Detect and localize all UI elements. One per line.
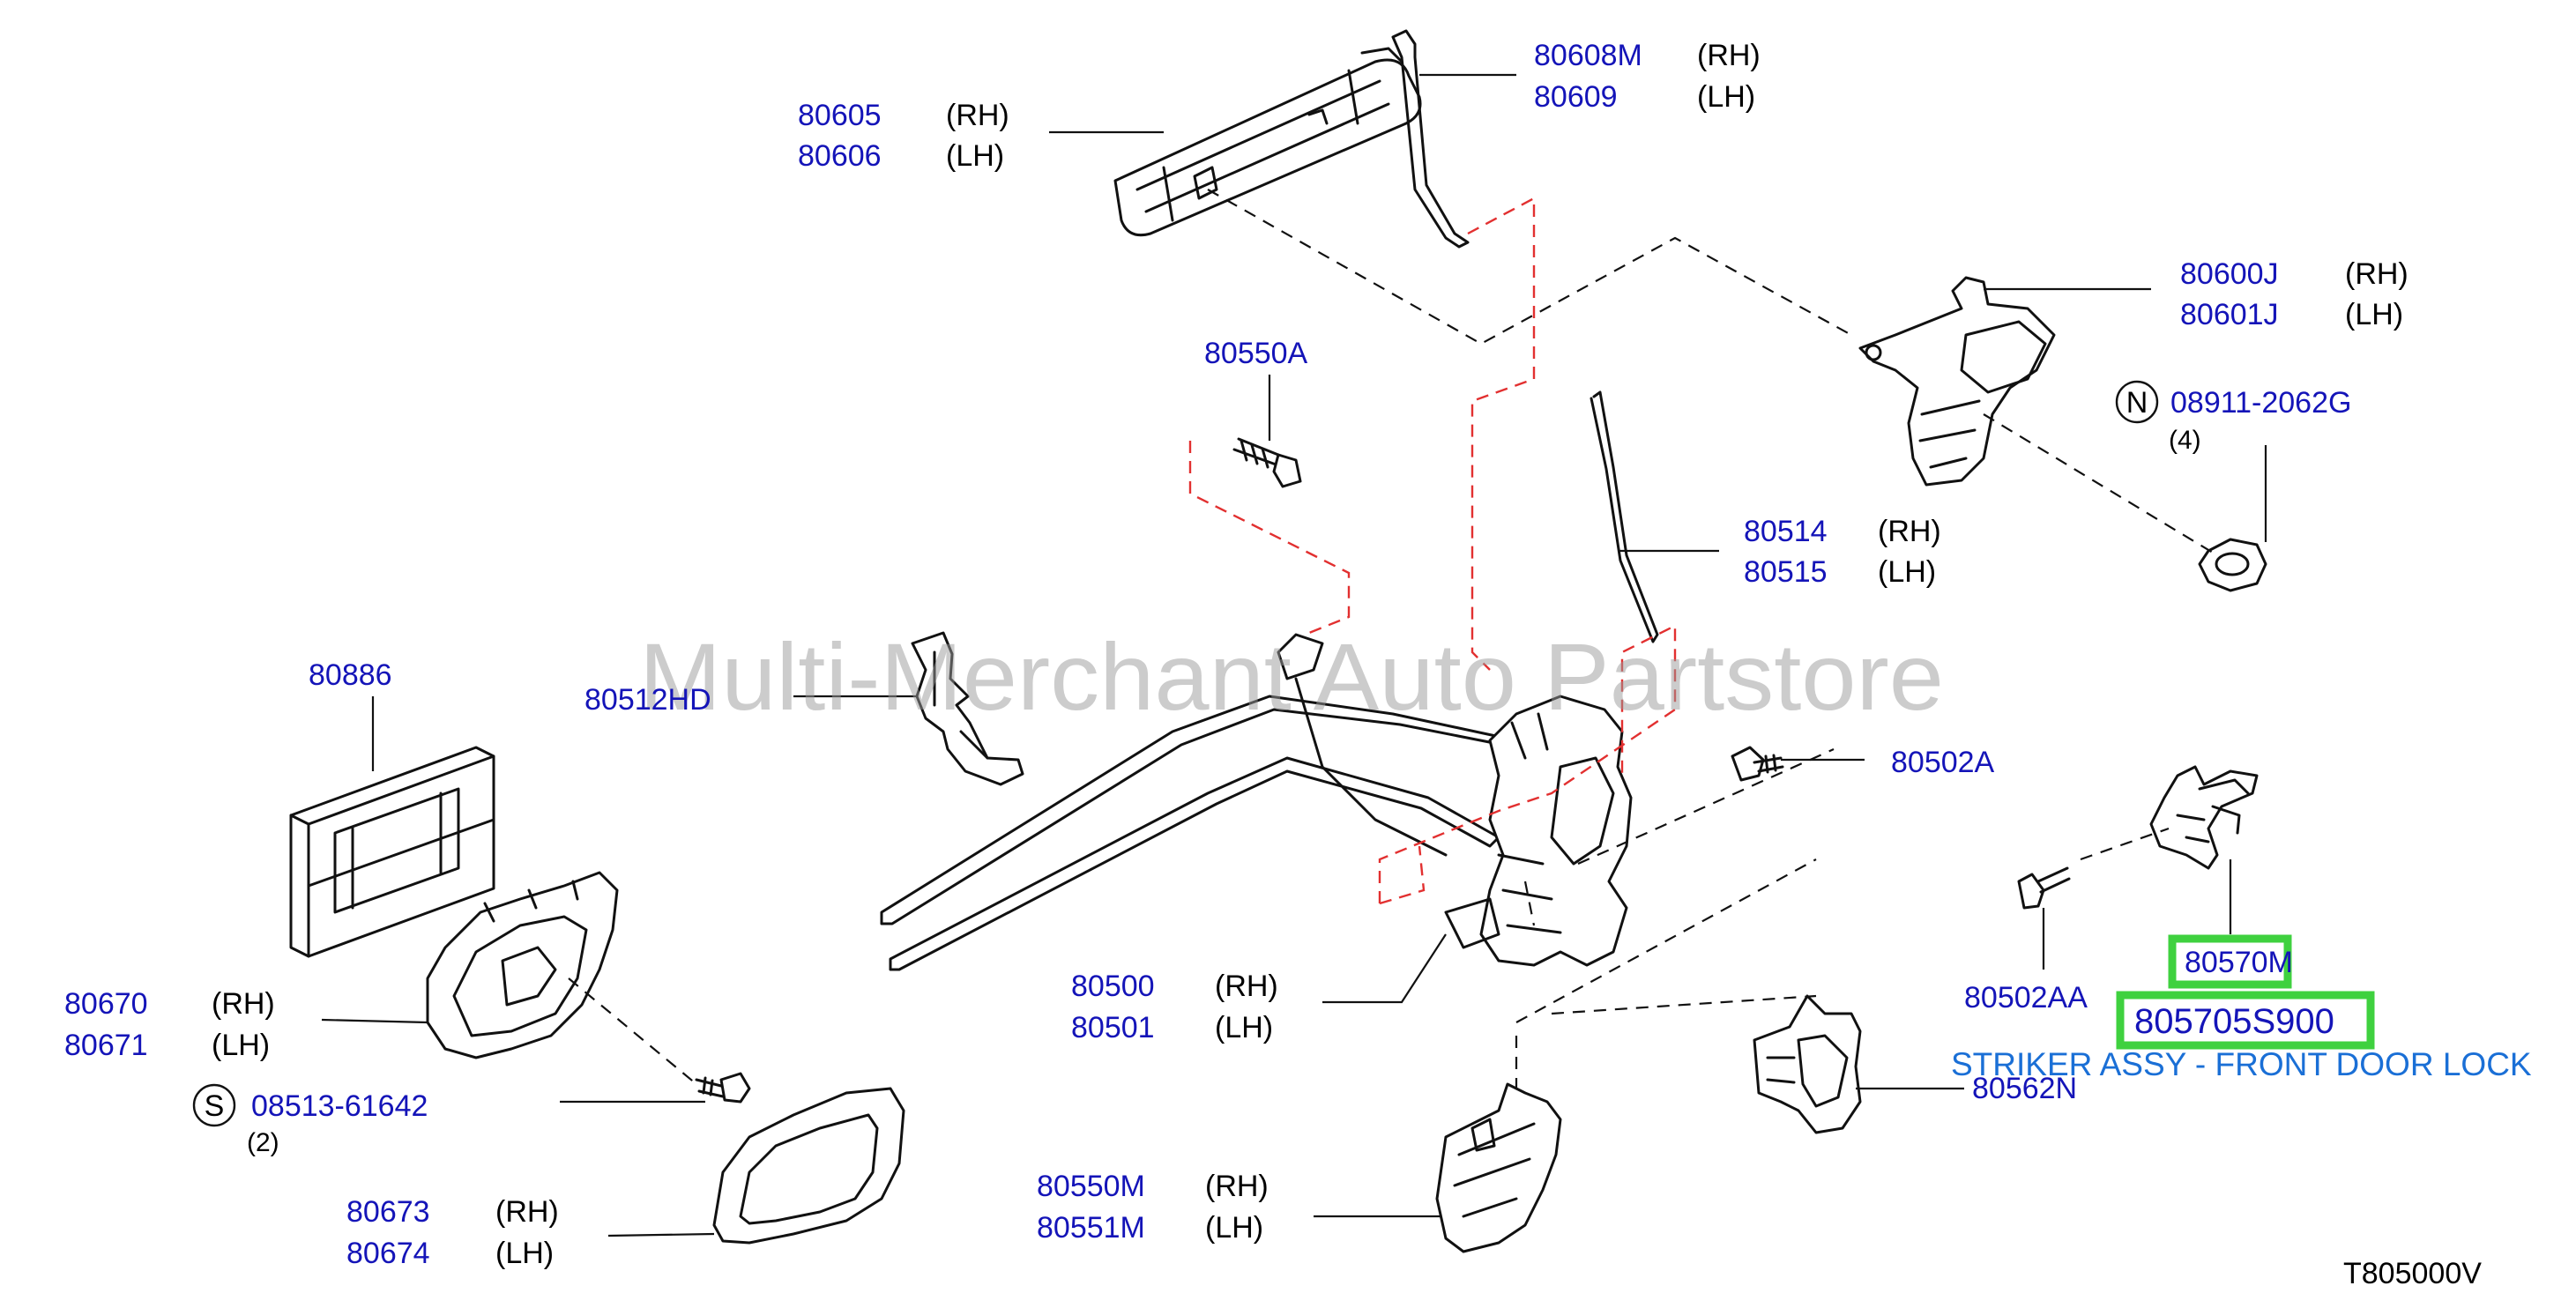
- side-label: (LH): [1205, 1211, 1263, 1245]
- part-number-link[interactable]: 80502AA: [1964, 981, 2088, 1014]
- side-label: (RH): [495, 1195, 559, 1229]
- callout-80600j: 80600J (RH) 80601J (LH): [2180, 257, 2408, 331]
- drawing-code: T805000V: [2343, 1257, 2482, 1290]
- callout-80550a: 80550A: [1204, 337, 1308, 370]
- part-number-link[interactable]: 80502A: [1891, 746, 1995, 779]
- part-number-link[interactable]: 08513-61642: [251, 1089, 428, 1123]
- quantity-label: (4): [2169, 426, 2201, 455]
- highlight-box: [2116, 991, 2375, 1050]
- inside-handle-bezel: [712, 1087, 905, 1245]
- part-number-link[interactable]: 80671: [64, 1029, 148, 1062]
- callout-80605: 80605 (RH) 80606 (LH): [798, 99, 1009, 173]
- part-number-link[interactable]: 80886: [309, 658, 392, 692]
- side-label: (RH): [2345, 257, 2408, 291]
- side-label: (RH): [1878, 515, 1941, 548]
- control-bracket: [1753, 994, 1862, 1134]
- part-number-link[interactable]: 80609: [1534, 80, 1618, 114]
- part-number-link[interactable]: 80550M: [1037, 1170, 1145, 1203]
- leader-lines: [321, 73, 2267, 1237]
- highlight-box: [2168, 934, 2292, 989]
- side-label: (LH): [1215, 1011, 1273, 1044]
- part-number-link[interactable]: 80562N: [1972, 1072, 2077, 1105]
- side-label: (LH): [212, 1029, 270, 1062]
- part-number-link[interactable]: 80514: [1744, 515, 1828, 548]
- door-lock-actuator: [1444, 695, 1633, 967]
- callout-80550m: 80550M (RH) 80551M (LH): [1037, 1170, 1269, 1245]
- side-label: (LH): [1878, 555, 1936, 589]
- part-number-link[interactable]: 80512HD: [584, 683, 711, 717]
- highlighted-part-80570m[interactable]: 80570M: [2168, 934, 2293, 989]
- side-label: (LH): [1697, 80, 1755, 114]
- screw-80502aa: [2017, 866, 2071, 910]
- screw-08513: [695, 1072, 751, 1104]
- side-label: (LH): [495, 1237, 554, 1270]
- part-number-link[interactable]: 80600J: [2180, 257, 2279, 291]
- part-description: STRIKER ASSY - FRONT DOOR LOCK: [1951, 1046, 2532, 1082]
- callout-80886: 80886: [309, 658, 392, 692]
- side-label: (RH): [1697, 39, 1761, 72]
- part-number-link[interactable]: 805705S900: [2134, 1002, 2334, 1041]
- part-number-link[interactable]: 80606: [798, 139, 882, 173]
- n-symbol-circle: [2115, 380, 2159, 424]
- part-number-link[interactable]: 08911-2062G: [2170, 386, 2351, 420]
- lock-rod-80514: [1590, 390, 1659, 643]
- part-number-link[interactable]: 80515: [1744, 555, 1828, 589]
- callout-80512hd: 80512HD: [584, 683, 711, 717]
- s-symbol-circle: [192, 1083, 236, 1127]
- outside-door-handle: [1113, 47, 1422, 237]
- part-number-link[interactable]: 80601J: [2180, 298, 2279, 331]
- part-number-link[interactable]: 80608M: [1534, 39, 1642, 72]
- callout-80502aa: 80502AA: [1964, 981, 2088, 1014]
- assembly-guide-lines: [568, 189, 2218, 1089]
- inside-door-handle: [426, 871, 619, 1059]
- side-label: (RH): [1215, 970, 1278, 1003]
- lock-actuator-motor: [1435, 1082, 1562, 1253]
- callout-80673: 80673 (RH) 80674 (LH): [346, 1195, 559, 1270]
- part-number-link[interactable]: 80551M: [1037, 1211, 1145, 1245]
- callout-80514: 80514 (RH) 80515 (LH): [1744, 515, 1941, 589]
- bolt-80550a: [1232, 437, 1302, 488]
- side-label: (LH): [2345, 298, 2403, 331]
- handle-escutcheon-box: [289, 746, 495, 958]
- part-number-link[interactable]: 80500: [1071, 970, 1155, 1003]
- rod-clip-80512hd: [911, 631, 1024, 786]
- callout-80608m: 80608M (RH) 80609 (LH): [1534, 39, 1761, 114]
- part-number-link[interactable]: 80570M: [2185, 946, 2293, 979]
- red-guide-lines: [1188, 197, 1677, 905]
- quantity-label: (2): [247, 1128, 279, 1157]
- watermark-text: Multi-Merchant Auto Partstore: [639, 623, 1944, 730]
- side-label: (RH): [946, 99, 1009, 132]
- side-label: (RH): [212, 987, 275, 1021]
- screw-80502a: [1731, 746, 1784, 782]
- n-symbol-letter: N: [2126, 386, 2148, 420]
- callout-08911: N 08911-2062G (4): [2115, 380, 2351, 455]
- part-number-link[interactable]: 80605: [798, 99, 882, 132]
- outside-handle-rod: [1391, 29, 1470, 249]
- side-label: (RH): [1205, 1170, 1269, 1203]
- striker-assy: [2149, 765, 2259, 870]
- part-number-link[interactable]: 80674: [346, 1237, 430, 1270]
- s-symbol-letter: S: [205, 1089, 225, 1123]
- highlighted-part-805705s900[interactable]: 805705S900: [2116, 991, 2375, 1050]
- hex-nut: [2198, 538, 2267, 592]
- part-number-link[interactable]: 80501: [1071, 1011, 1155, 1044]
- callout-80562n: 80562N: [1972, 1072, 2077, 1105]
- part-number-link[interactable]: 80550A: [1204, 337, 1308, 370]
- callout-80670: 80670 (RH) 80671 (LH): [64, 987, 275, 1062]
- callout-80502a: 80502A: [1891, 746, 1995, 779]
- side-label: (LH): [946, 139, 1004, 173]
- part-number-link[interactable]: 80670: [64, 987, 148, 1021]
- callout-80500: 80500 (RH) 80501 (LH): [1071, 970, 1278, 1044]
- key-cylinder-assy: [1858, 276, 2056, 487]
- part-number-link[interactable]: 80673: [346, 1195, 430, 1229]
- callout-08513: S 08513-61642 (2): [192, 1083, 428, 1157]
